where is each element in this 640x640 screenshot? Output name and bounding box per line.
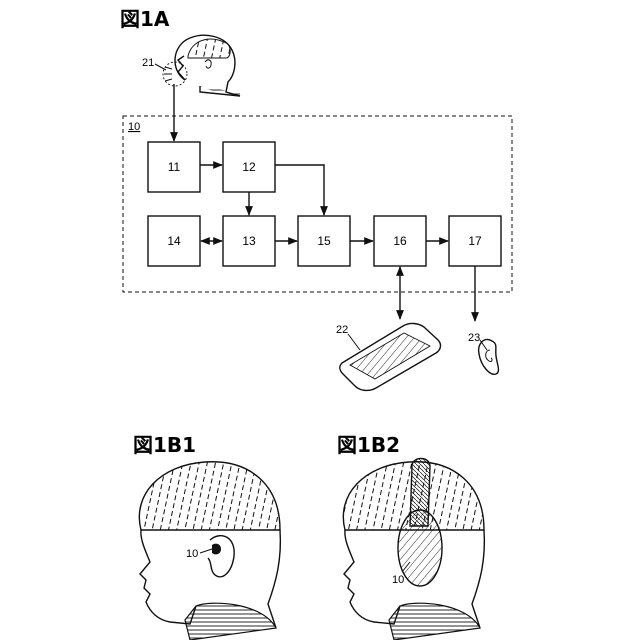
ear-ref-label: 23: [468, 332, 480, 344]
earbud-ref-label: 10: [186, 548, 198, 560]
block-12: 12: [223, 142, 275, 192]
block-14: 14: [148, 216, 200, 266]
block-17-label: 17: [468, 234, 482, 248]
block-16-label: 16: [393, 234, 407, 248]
block-13: 13: [223, 216, 275, 266]
block-12-label: 12: [242, 160, 256, 174]
block-11-label: 11: [168, 160, 181, 174]
head-with-headphones-illustration: [343, 459, 484, 640]
block-17: 17: [449, 216, 501, 266]
block-14-label: 14: [167, 234, 181, 248]
figure-1b1-title: 図1B1: [133, 433, 196, 457]
figure-1b1: 図1B1 10: [133, 433, 280, 640]
smartphone-illustration: [340, 323, 441, 390]
block-13-label: 13: [242, 234, 256, 248]
mouth-ref-label: 21: [142, 57, 154, 69]
block-11: 11: [148, 142, 200, 192]
device-ref-label: 10: [128, 121, 140, 133]
arrow-12-to-15: [275, 165, 324, 215]
ear-illustration: [479, 339, 499, 374]
figure-1b2: 図1B2 10: [337, 433, 484, 640]
phone-ref-label: 22: [336, 324, 348, 336]
block-16: 16: [374, 216, 426, 266]
headphone-ref-label: 10: [392, 574, 404, 586]
figure-1a-title: 図1A: [120, 7, 170, 31]
head-with-earbud-illustration: [139, 462, 280, 640]
figure-1b2-title: 図1B2: [337, 433, 400, 457]
block-15-label: 15: [317, 234, 331, 248]
figure-1a: 図1A 21 10 11 12 13: [120, 7, 512, 390]
block-15: 15: [298, 216, 350, 266]
